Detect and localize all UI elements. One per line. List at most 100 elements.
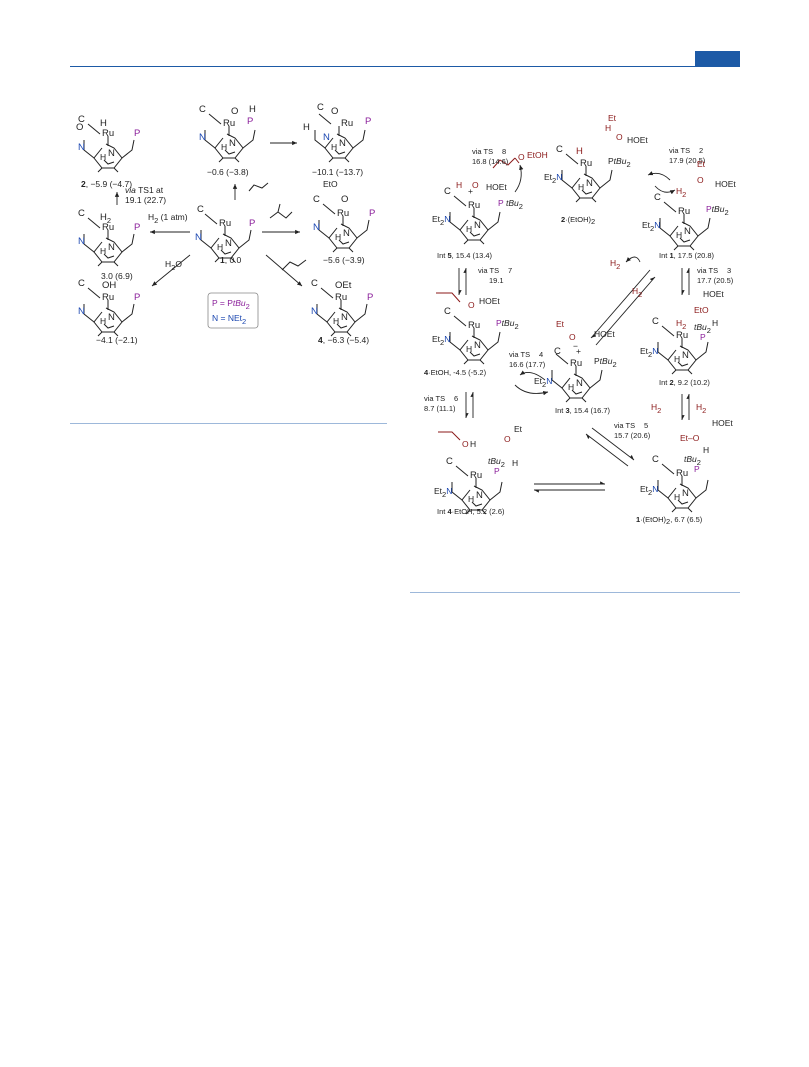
- svg-text:1·(EtOH)2, 6.7 (6.5): 1·(EtOH)2, 6.7 (6.5): [636, 515, 703, 526]
- svg-text:via TS: via TS: [424, 394, 445, 403]
- svg-text:P: P: [498, 198, 504, 208]
- svg-text:H: H: [568, 382, 574, 392]
- svg-text:19.1: 19.1: [489, 276, 504, 285]
- svg-text:H: H: [674, 492, 680, 502]
- svg-text:Ru: Ru: [102, 222, 114, 233]
- svg-text:O: O: [341, 194, 348, 205]
- svg-text:7: 7: [508, 266, 512, 275]
- svg-text:H: H: [468, 494, 474, 504]
- svg-text:8: 8: [502, 147, 506, 156]
- svg-text:H: H: [333, 316, 339, 326]
- svg-text:H: H: [466, 224, 472, 234]
- svg-text:HOEt: HOEt: [594, 329, 615, 339]
- complex-4: Ru C OEt P N H N: [311, 278, 373, 337]
- svg-text:N = NEt2: N = NEt2: [212, 313, 246, 326]
- svg-text:P: P: [134, 292, 140, 303]
- svg-text:Ru: Ru: [219, 218, 231, 229]
- svg-text:C: C: [554, 346, 561, 357]
- svg-text:P: P: [369, 208, 375, 219]
- svg-text:H: H: [456, 180, 462, 190]
- svg-text:Et2N: Et2N: [432, 334, 450, 347]
- svg-text:2·(EtOH)2: 2·(EtOH)2: [561, 215, 595, 226]
- hemiacetal-complex: Ru O C P N H N H: [303, 102, 371, 163]
- svg-text:Et2N: Et2N: [642, 220, 660, 233]
- svg-text:H: H: [578, 182, 584, 192]
- svg-text:O: O: [231, 106, 238, 117]
- complex-2-etoh2: Ru H C PtBu2 Et2N H N: [544, 144, 631, 203]
- svg-text:Et2N: Et2N: [534, 376, 552, 389]
- svg-text:P: P: [247, 116, 253, 127]
- svg-text:16.6 (17.7): 16.6 (17.7): [509, 360, 546, 369]
- svg-text:H: H: [249, 104, 256, 115]
- svg-text:Et: Et: [697, 159, 706, 169]
- svg-text:C: C: [446, 456, 453, 467]
- svg-text:4, −6.3 (−5.4): 4, −6.3 (−5.4): [318, 335, 369, 345]
- svg-text:Et2N: Et2N: [640, 346, 658, 359]
- svg-text:6: 6: [454, 394, 458, 403]
- svg-text:C: C: [444, 186, 451, 197]
- svg-text:4·EtOH, -4.5 (-5.2): 4·EtOH, -4.5 (-5.2): [424, 368, 487, 377]
- complex-1-etoh2: Ru C tBu2 P Et2N H N: [640, 454, 709, 513]
- right-figure-divider: [410, 592, 740, 593]
- svg-text:Ru: Ru: [678, 206, 690, 217]
- svg-text:N: N: [311, 306, 318, 317]
- svg-text:8.7 (11.1): 8.7 (11.1): [424, 404, 456, 413]
- svg-text:−: −: [573, 341, 578, 351]
- svg-text:C: C: [652, 454, 659, 465]
- header-tab: [695, 51, 740, 66]
- svg-text:H2: H2: [651, 402, 661, 415]
- svg-text:PtBu2: PtBu2: [594, 356, 617, 369]
- svg-text:Ru: Ru: [468, 200, 480, 211]
- svg-text:N: N: [474, 220, 481, 231]
- svg-text:4: 4: [539, 350, 543, 359]
- complex-4-etoh: Ru C O PtBu2 Et2N H N: [432, 300, 519, 365]
- svg-text:HOEt: HOEt: [486, 182, 507, 192]
- svg-text:C: C: [313, 194, 320, 205]
- svg-text:C: C: [444, 306, 451, 317]
- svg-text:N: N: [476, 490, 483, 501]
- svg-text:N: N: [78, 306, 85, 317]
- svg-text:H2O: H2O: [165, 259, 182, 272]
- svg-text:Et2N: Et2N: [434, 486, 452, 499]
- svg-text:Et: Et: [608, 113, 617, 123]
- svg-text:H: H: [576, 146, 583, 157]
- svg-text:Ru: Ru: [470, 470, 482, 481]
- svg-text:P: P: [365, 116, 371, 127]
- svg-text:N: N: [195, 232, 202, 243]
- svg-text:O: O: [76, 122, 83, 133]
- svg-text:EtO: EtO: [694, 305, 709, 315]
- svg-text:N: N: [225, 238, 232, 249]
- svg-text:P: P: [249, 218, 255, 229]
- svg-text:O: O: [472, 180, 479, 190]
- svg-text:15.7 (20.6): 15.7 (20.6): [614, 431, 651, 440]
- ethoxy-ether-complex: Ru C O P N H N: [313, 194, 375, 253]
- svg-text:Et2N: Et2N: [640, 484, 658, 497]
- svg-text:N: N: [682, 488, 689, 499]
- h2-adduct-complex: Ru H2 C P N H N: [78, 208, 140, 267]
- svg-text:Ru: Ru: [223, 118, 235, 129]
- svg-text:C: C: [78, 278, 85, 289]
- svg-text:H: H: [674, 354, 680, 364]
- svg-text:C: C: [197, 204, 204, 215]
- svg-text:C: C: [654, 192, 661, 203]
- svg-text:H: H: [512, 458, 518, 468]
- svg-text:Ru: Ru: [676, 468, 688, 479]
- hydroxide-complex: Ru C OH P N H N: [78, 278, 140, 337]
- svg-text:P: P: [134, 222, 140, 233]
- svg-text:N: N: [343, 228, 350, 239]
- svg-text:P: P: [494, 466, 500, 476]
- svg-text:Ru: Ru: [580, 158, 592, 169]
- svg-text:N: N: [313, 222, 320, 233]
- complex-2: Ru H C O P N H N: [76, 114, 140, 173]
- svg-text:PtBu2: PtBu2: [496, 318, 519, 331]
- svg-text:H: H: [100, 246, 106, 256]
- svg-text:H2: H2: [676, 318, 686, 331]
- svg-text:N: N: [684, 226, 691, 237]
- svg-text:N: N: [78, 236, 85, 247]
- svg-text:O: O: [504, 434, 511, 444]
- left-figure-divider: [70, 423, 387, 424]
- svg-text:−4.1 (−2.1): −4.1 (−2.1): [96, 335, 138, 345]
- svg-text:O: O: [616, 132, 623, 142]
- svg-text:P: P: [367, 292, 373, 303]
- svg-text:H: H: [100, 118, 107, 129]
